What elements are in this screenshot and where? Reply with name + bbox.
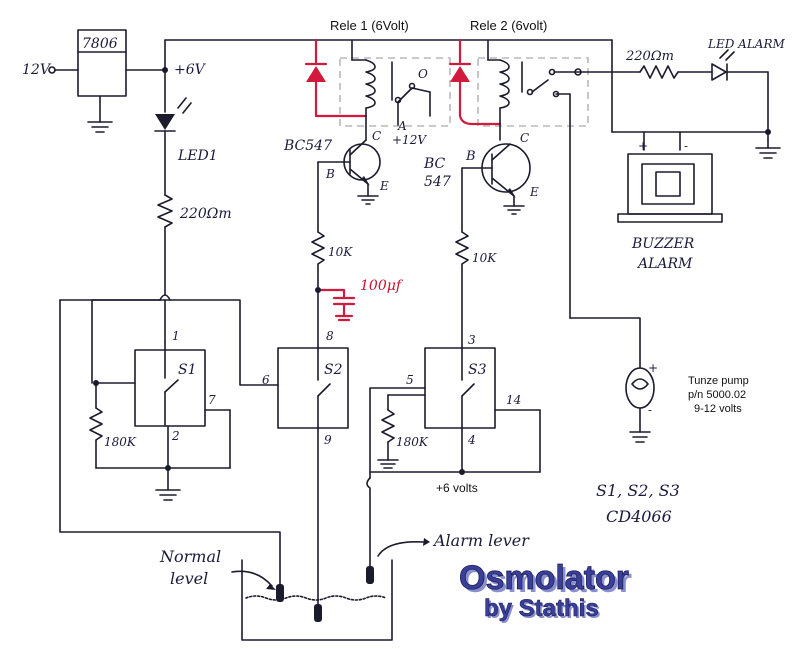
label-s1: S1 bbox=[178, 362, 197, 378]
label-12v-relay: +12V bbox=[392, 133, 427, 147]
label-chips-2: CD4066 bbox=[606, 507, 672, 526]
label-pump-3: 9-12 volts bbox=[694, 403, 742, 415]
label-pin-c1: C bbox=[372, 129, 381, 143]
ground-symbol-regulator bbox=[87, 121, 113, 133]
relay2-dashed-box bbox=[477, 57, 589, 127]
label-normal-2: level bbox=[170, 569, 208, 588]
label-s2: S2 bbox=[324, 362, 343, 378]
ground-symbol-s1 bbox=[155, 489, 181, 501]
label-r180k-1: 180K bbox=[104, 435, 137, 449]
resistor-10k-q1 bbox=[311, 231, 325, 265]
label-pin-1: 1 bbox=[172, 329, 180, 343]
ground-symbol-alarm bbox=[755, 139, 781, 159]
label-pin-b1: B bbox=[325, 167, 335, 181]
label-pump-minus: - bbox=[648, 403, 652, 417]
label-pin-5: 5 bbox=[406, 373, 414, 387]
relay2-section bbox=[448, 38, 613, 349]
label-r180k-2: 180K bbox=[396, 435, 429, 449]
label-pin-8: 8 bbox=[326, 329, 334, 343]
normal-level-arrow bbox=[231, 570, 273, 587]
label-pin-c2: C bbox=[520, 131, 529, 145]
relay1-section bbox=[304, 38, 451, 349]
ground-symbol-q1 bbox=[357, 195, 379, 205]
ground-symbol-q2 bbox=[503, 205, 525, 215]
label-zero: O bbox=[418, 67, 428, 81]
label-pump-plus: + bbox=[648, 361, 658, 375]
normal-level-probe bbox=[276, 584, 284, 602]
label-pin-b2: B bbox=[465, 149, 476, 164]
ground-symbol-s3 bbox=[377, 459, 399, 469]
relay1-coil bbox=[365, 59, 376, 109]
regulator-7806 bbox=[77, 29, 127, 97]
switch-s3-box bbox=[424, 347, 496, 429]
relay1-dashed-box bbox=[339, 57, 451, 127]
switch-s1-box bbox=[134, 349, 206, 427]
label-bc547-1: BC547 bbox=[283, 138, 332, 154]
label-cap: 100μf bbox=[360, 278, 404, 294]
pump-symbol bbox=[625, 367, 655, 443]
label-point-a: A bbox=[397, 119, 407, 133]
label-6v-bottom: +6 volts bbox=[436, 481, 478, 495]
switch-s2-box bbox=[277, 347, 349, 429]
title-shadow: Osmolator bbox=[462, 562, 632, 600]
switch-network bbox=[59, 299, 641, 613]
relay2-flyback-diode bbox=[450, 66, 470, 82]
label-pin-9: 9 bbox=[324, 433, 332, 447]
alarm-section bbox=[574, 39, 781, 223]
label-pin-14: 14 bbox=[506, 393, 521, 407]
label-pin-6: 6 bbox=[262, 373, 270, 387]
label-relay1: Rele 1 (6Volt) bbox=[330, 18, 409, 33]
label-relay2: Rele 2 (6volt) bbox=[470, 18, 547, 33]
label-12v-in: 12V bbox=[22, 62, 52, 78]
resistor-220-led1 bbox=[157, 194, 173, 228]
water-tank bbox=[231, 538, 430, 641]
label-normal-1: Normal bbox=[159, 547, 221, 566]
resistor-180k-1 bbox=[89, 407, 103, 441]
label-r-alarm: 220Ωm bbox=[625, 49, 674, 64]
resistor-180k-2 bbox=[381, 409, 395, 443]
subtitle: by Stathis bbox=[484, 595, 599, 622]
label-regulator: 7806 bbox=[82, 36, 118, 52]
label-pin-3: 3 bbox=[468, 333, 476, 347]
label-alarm-level: Alarm lever bbox=[432, 531, 530, 550]
label-led-alarm: LED ALARM bbox=[707, 37, 786, 51]
label-pin-4: 4 bbox=[467, 433, 476, 447]
title: Osmolator bbox=[459, 559, 629, 597]
label-pin-e1: E bbox=[379, 179, 389, 193]
buzzer-symbol bbox=[617, 153, 723, 223]
label-pump-1: Tunze pump bbox=[688, 375, 749, 387]
subtitle-shadow: by Stathis bbox=[486, 597, 601, 624]
label-r10k-1: 10K bbox=[328, 245, 353, 259]
label-buzzer-2: ALARM bbox=[636, 256, 693, 272]
label-r-led: 220Ωm bbox=[179, 206, 232, 222]
label-chips-1: S1, S2, S3 bbox=[596, 481, 680, 500]
label-buzzer-plus: + bbox=[638, 139, 648, 153]
resistor-10k-q2 bbox=[455, 231, 469, 265]
title-block: Osmolator Osmolator by Stathis by Stathi… bbox=[459, 559, 632, 624]
label-pin-e2: E bbox=[529, 185, 539, 199]
label-buzzer-minus: - bbox=[684, 139, 688, 153]
label-pin-7: 7 bbox=[208, 393, 216, 407]
bottom-probe bbox=[314, 604, 322, 622]
label-bc547-2a: BC bbox=[423, 156, 446, 172]
label-led1: LED1 bbox=[177, 148, 218, 164]
resistor-220-alarm bbox=[639, 65, 679, 79]
label-pin-2: 2 bbox=[171, 429, 180, 443]
labels: 12V 7806 +6V LED1 220Ωm Rele 1 (6Volt) R… bbox=[22, 18, 786, 588]
label-6v: +6V bbox=[174, 62, 207, 78]
led-alarm-symbol bbox=[711, 49, 735, 81]
label-r10k-2: 10K bbox=[472, 251, 497, 265]
relay2-coil bbox=[499, 59, 510, 109]
alarm-level-arrow bbox=[377, 540, 425, 557]
label-bc547-2b: 547 bbox=[424, 174, 451, 190]
led1-symbol bbox=[154, 97, 192, 132]
relay1-flyback-diode bbox=[306, 66, 326, 82]
label-buzzer-1: BUZZER bbox=[631, 236, 695, 252]
label-pump-2: p/n 5000.02 bbox=[688, 389, 746, 401]
label-s3: S3 bbox=[468, 362, 487, 378]
alarm-level-probe bbox=[366, 566, 374, 584]
power-section bbox=[48, 29, 613, 343]
